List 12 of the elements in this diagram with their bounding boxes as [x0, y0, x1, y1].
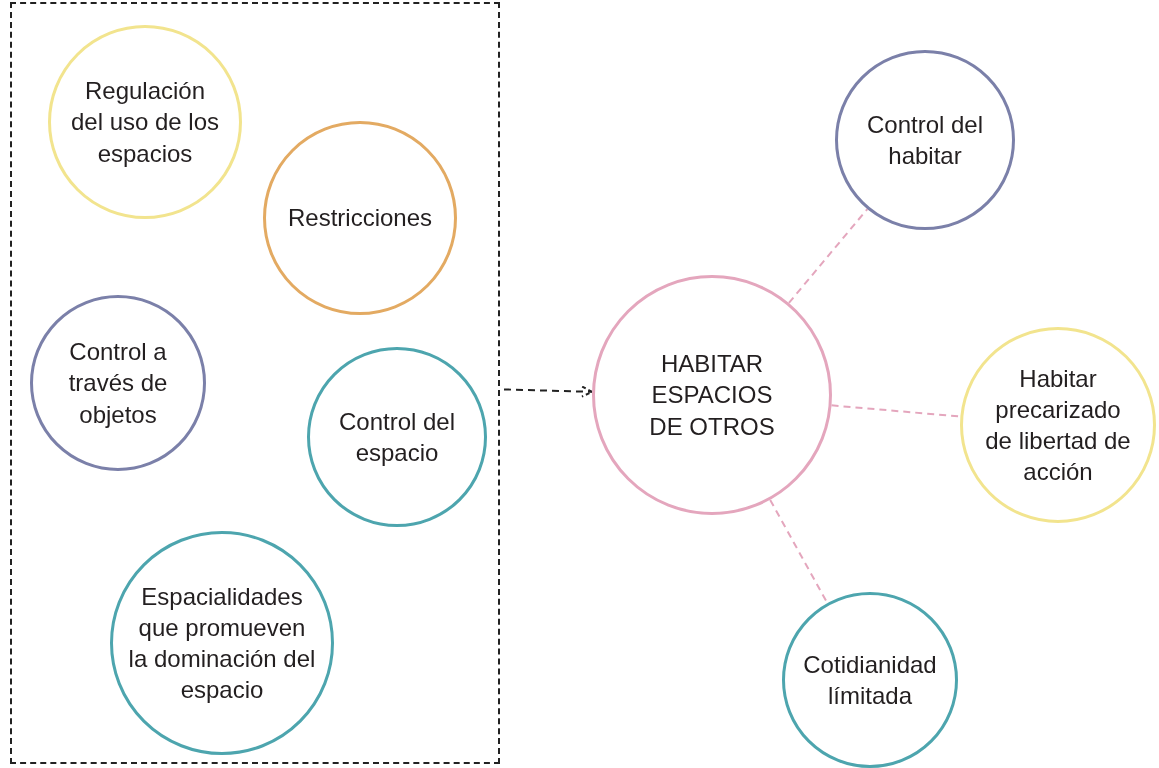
node-label: Cotidianidad límitada [802, 649, 938, 711]
connector-line [787, 208, 869, 304]
node-label: Restricciones [287, 203, 432, 234]
arrow [503, 385, 594, 398]
node-label: Habitar precarizado de libertad de acción [984, 363, 1132, 488]
node-label: Control a través de objetos [67, 337, 169, 430]
node-label: Control del espacio [337, 406, 457, 468]
node-label: Control del habitar [865, 109, 985, 171]
node-label: Regulación del uso de los espacios [70, 76, 220, 169]
dashed-frame [10, 2, 500, 764]
node-label: HABITAR ESPACIOS DE OTROS [648, 349, 776, 442]
node-label: Espacialidades que promueven la dominación del espacio [127, 581, 317, 706]
